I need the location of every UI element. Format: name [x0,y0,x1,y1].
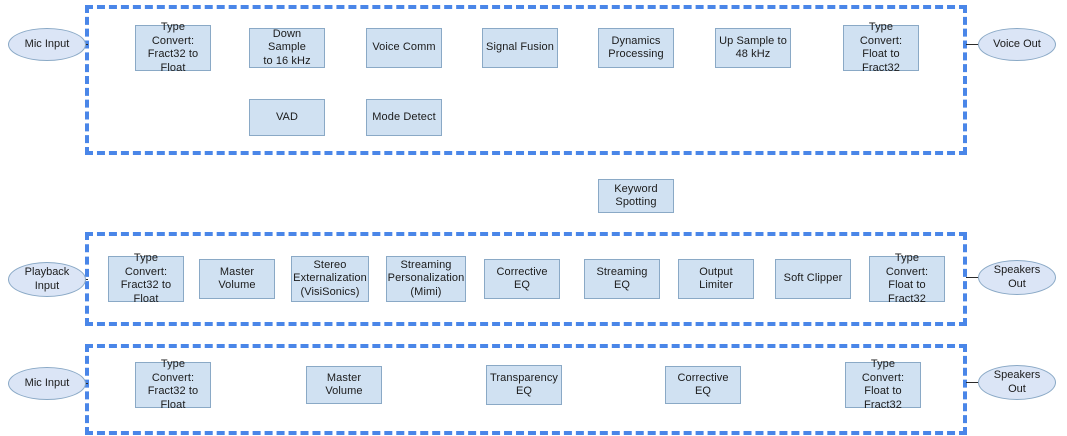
block-mode-detect[interactable]: Mode Detect [366,99,442,136]
block-corrective-eq-playback[interactable]: Corrective EQ [484,259,560,299]
block-corrective-eq-transparency[interactable]: Corrective EQ [665,366,741,404]
block-streaming-eq[interactable]: Streaming EQ [584,259,660,299]
block-up-sample-48khz[interactable]: Up Sample to 48 kHz [715,28,791,68]
connector-mic-input-top-to-group [84,44,88,45]
block-tc-fract32-to-float-trans[interactable]: Type Convert: Fract32 to Float [135,358,211,411]
group-region-voice-capture-pipeline [85,5,967,155]
terminal-mic-input-bottom[interactable]: Mic Input [8,367,86,400]
block-tc-fract32-to-float-playback[interactable]: Type Convert: Fract32 to Float [108,252,184,305]
block-tc-float-to-fract32-voice[interactable]: Type Convert: Float to Fract32 [843,21,919,74]
connector-playback-input-to-group [84,279,88,280]
terminal-speakers-out-bottom[interactable]: Speakers Out [978,365,1056,400]
block-streaming-personalization[interactable]: Streaming Personalization (Mimi) [386,256,466,302]
connector-group-to-speakers-out-bottom [966,382,980,383]
block-voice-comm[interactable]: Voice Comm [366,28,442,68]
connector-group-to-voice-out [966,44,980,45]
block-output-limiter[interactable]: Output Limiter [678,259,754,299]
block-tc-float-to-fract32-playback[interactable]: Type Convert: Float to Fract32 [869,252,945,305]
block-down-sample-16khz[interactable]: Down Sample to 16 kHz [249,28,325,68]
block-transparency-eq[interactable]: Transparency EQ [486,365,562,405]
block-soft-clipper[interactable]: Soft Clipper [775,259,851,299]
block-vad[interactable]: VAD [249,99,325,136]
connector-group-to-speakers-out-mid [966,277,980,278]
connector-mic-input-bottom-to-group [84,383,88,384]
block-master-volume-playback[interactable]: Master Volume [199,259,275,299]
block-stereo-externalization[interactable]: Stereo Externalization (VisiSonics) [291,256,369,302]
group-region-transparency-pipeline [85,344,967,435]
block-keyword-spotting[interactable]: Keyword Spotting [598,179,674,213]
terminal-speakers-out-mid[interactable]: Speakers Out [978,260,1056,295]
terminal-voice-out[interactable]: Voice Out [978,28,1056,61]
block-tc-fract32-to-float-voice[interactable]: Type Convert: Fract32 to Float [135,21,211,74]
block-master-volume-transparency[interactable]: Master Volume [306,366,382,404]
block-dynamics-processing[interactable]: Dynamics Processing [598,28,674,68]
block-signal-fusion[interactable]: Signal Fusion [482,28,558,68]
terminal-playback-input[interactable]: Playback Input [8,262,86,297]
block-tc-float-to-fract32-trans[interactable]: Type Convert: Float to Fract32 [845,358,921,411]
terminal-mic-input-top[interactable]: Mic Input [8,28,86,61]
